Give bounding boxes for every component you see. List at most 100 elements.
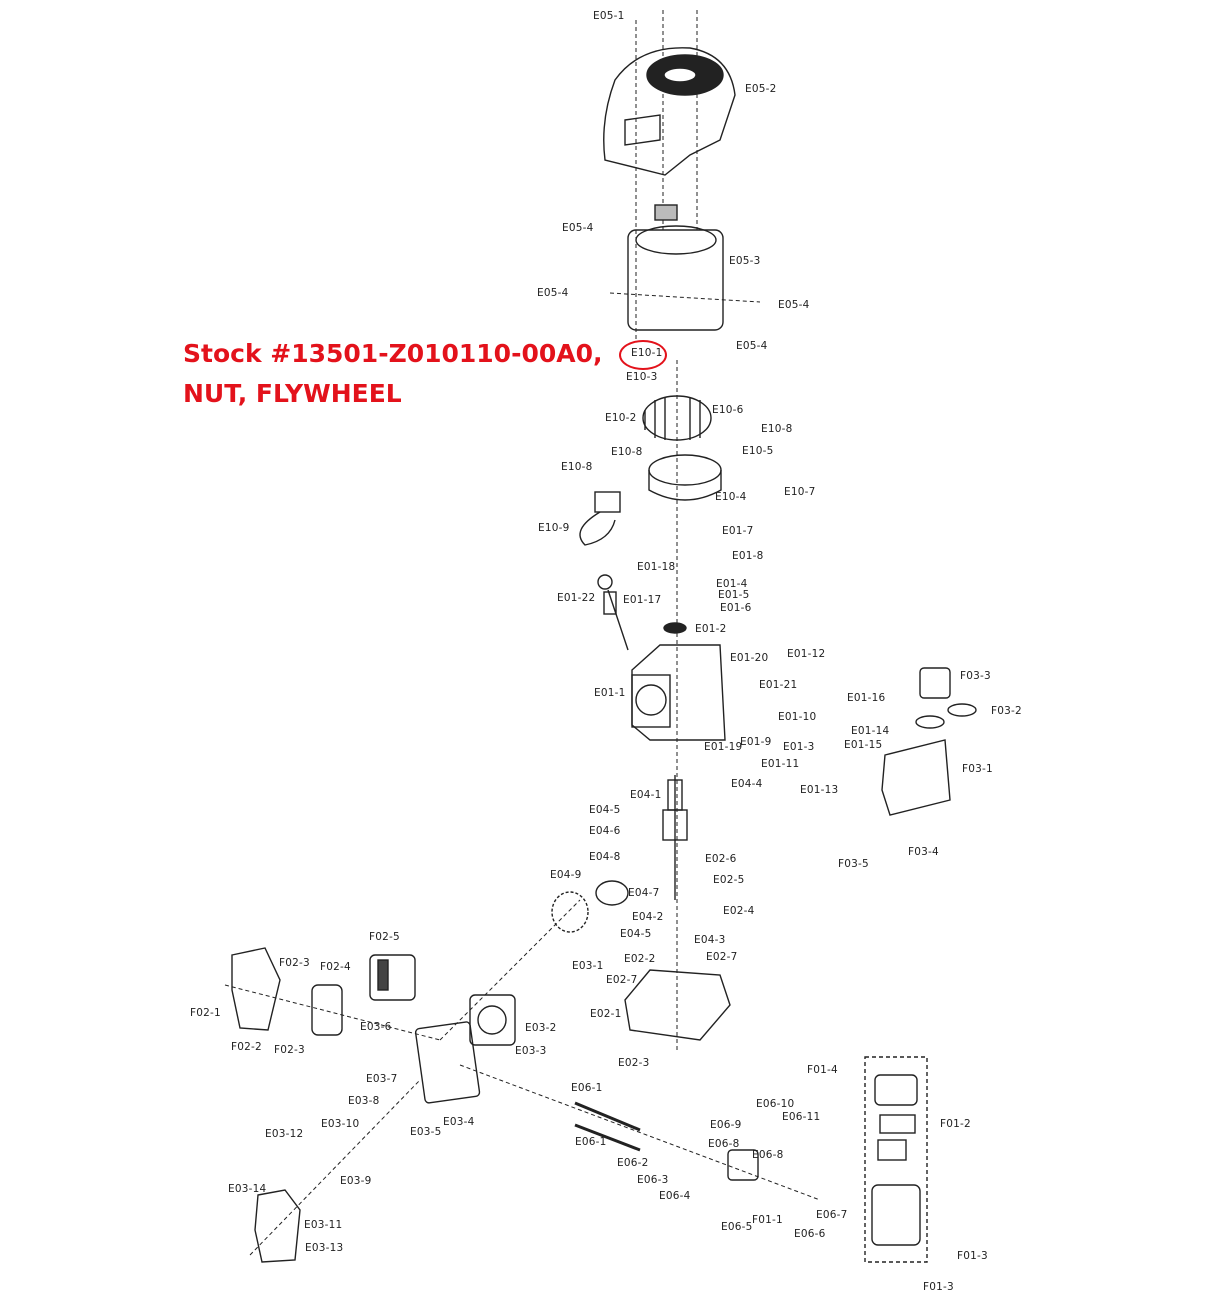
part-label-f02-5: F02-5 [369,931,400,943]
oil-seal-e01-2 [663,622,687,634]
part-label-e06-10: E06-10 [756,1098,795,1110]
part-label-e03-1: E03-1 [572,960,604,972]
part-label-e04-4: E04-4 [731,778,763,790]
part-label-e03-5: E03-5 [410,1126,442,1138]
part-label-f03-5: F03-5 [838,858,869,870]
part-label-f02-3: F02-3 [274,1044,305,1056]
air-filter-f01-2 [871,1074,921,1246]
part-label-e06-4: E06-4 [659,1190,691,1202]
part-label-e03-7: E03-7 [366,1073,398,1085]
part-label-f02-3: F02-3 [279,957,310,969]
part-label-e02-2: E02-2 [624,953,656,965]
valve-cover-e03-13 [254,1189,301,1263]
carburetor-e06-5 [727,1149,759,1181]
part-label-e10-2: E10-2 [605,412,637,424]
part-label-e01-3: E01-3 [783,741,815,753]
part-label-f01-3: F01-3 [923,1281,954,1293]
piston-e04-8 [551,880,629,933]
part-label-e06-5: E06-5 [721,1221,753,1233]
part-label-e04-6: E04-6 [589,825,621,837]
part-label-e10-5: E10-5 [742,445,774,457]
heat-shield-f02-5 [369,954,416,1001]
cylinder-head-e03-4 [414,1021,481,1104]
carb-studs-e06-1 [574,1101,641,1152]
part-label-e06-9: E06-9 [710,1119,742,1131]
part-label-e03-9: E03-9 [340,1175,372,1187]
fan-e10-4 [648,454,722,501]
part-label-e06-2: E06-2 [617,1157,649,1169]
fuel-tank-f03-1 [881,667,977,816]
part-label-e04-5: E04-5 [589,804,621,816]
part-label-e01-15: E01-15 [844,739,883,751]
part-label-f03-4: F03-4 [908,846,939,858]
part-label-e06-8: E06-8 [752,1149,784,1161]
gasket-e03-3 [469,994,516,1046]
part-label-e04-5: E04-5 [620,928,652,940]
part-label-f01-1: F01-1 [752,1214,783,1226]
part-label-e01-5: E01-5 [718,589,750,601]
part-label-e05-4: E05-4 [736,340,768,352]
part-label-f02-4: F02-4 [320,961,351,973]
part-label-e02-5: E02-5 [713,874,745,886]
cylinder-block-e01-1 [631,644,726,741]
part-label-f01-2: F01-2 [940,1118,971,1130]
crankshaft-e04-1 [662,775,688,900]
part-label-f02-1: F02-1 [190,1007,221,1019]
part-label-e01-10: E01-10 [778,711,817,723]
part-label-e03-13: E03-13 [305,1242,344,1254]
part-label-e10-7: E10-7 [784,486,816,498]
part-label-e01-12: E01-12 [787,648,826,660]
part-label-e01-4: E01-4 [716,578,748,590]
part-label-e05-4: E05-4 [562,222,594,234]
part-label-e01-21: E01-21 [759,679,798,691]
blower-housing-e05-2 [603,47,736,176]
part-label-e06-11: E06-11 [782,1111,821,1123]
part-label-e06-6: E06-6 [794,1228,826,1240]
part-label-e03-11: E03-11 [304,1219,343,1231]
part-label-e03-4: E03-4 [443,1116,475,1128]
part-label-e05-4: E05-4 [778,299,810,311]
part-label-e06-8: E06-8 [708,1138,740,1150]
crankcase-cover-e02-1 [624,969,731,1041]
part-label-e10-6: E10-6 [712,404,744,416]
part-label-e01-9: E01-9 [740,736,772,748]
centerlines [224,10,821,1256]
part-label-e10-4: E10-4 [715,491,747,503]
part-label-e01-18: E01-18 [637,561,676,573]
part-label-e01-19: E01-19 [704,741,743,753]
part-label-e01-1: E01-1 [594,687,626,699]
part-label-e03-8: E03-8 [348,1095,380,1107]
part-label-e10-3: E10-3 [626,371,658,383]
part-label-f03-2: F03-2 [991,705,1022,717]
part-label-e05-2: E05-2 [745,83,777,95]
part-label-e01-20: E01-20 [730,652,769,664]
part-label-e06-7: E06-7 [816,1209,848,1221]
part-label-e02-1: E02-1 [590,1008,622,1020]
stock-callout: Stock #13501-Z010110-00A0, NUT, FLYWHEEL [183,334,602,414]
part-label-e05-1: E05-1 [593,10,625,22]
part-label-e02-3: E02-3 [618,1057,650,1069]
part-label-f02-2: F02-2 [231,1041,262,1053]
part-label-e03-10: E03-10 [321,1118,360,1130]
air-filter-box [864,1056,928,1263]
exhaust-cover-f02-2 [231,947,281,1031]
ignition-coil-e10-9 [579,491,621,546]
part-label-e02-7: E02-7 [606,974,638,986]
part-label-e03-6: E03-6 [360,1021,392,1033]
highlight-circle [619,340,667,370]
callout-stock-number: Stock #13501-Z010110-00A0, [183,339,603,368]
part-label-e06-3: E06-3 [637,1174,669,1186]
part-label-e04-9: E04-9 [550,869,582,881]
part-label-e06-1: E06-1 [571,1082,603,1094]
part-label-e03-12: E03-12 [265,1128,304,1140]
part-label-e04-3: E04-3 [694,934,726,946]
flywheel-e10-2 [642,395,712,441]
part-label-e01-13: E01-13 [800,784,839,796]
part-label-e03-14: E03-14 [228,1183,267,1195]
part-label-e02-7: E02-7 [706,951,738,963]
part-label-e01-16: E01-16 [847,692,886,704]
part-label-e05-4: E05-4 [537,287,569,299]
part-label-e02-6: E02-6 [705,853,737,865]
